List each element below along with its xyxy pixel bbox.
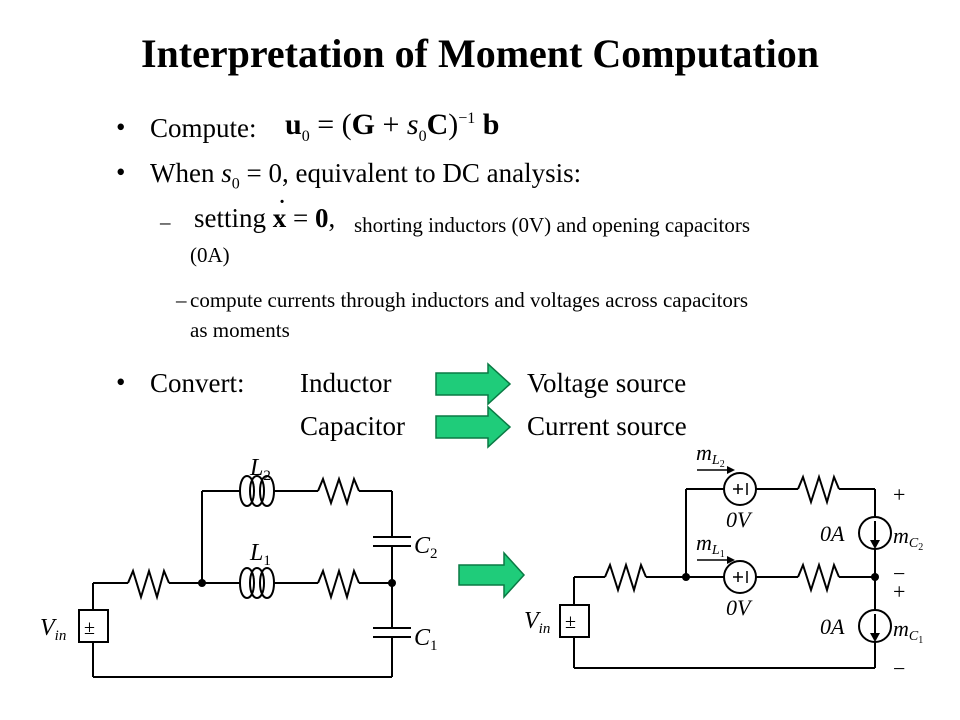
capacitor-label: Capacitor: [300, 411, 405, 441]
convert-arrow-capacitor-icon: [435, 405, 512, 449]
label-0A-top: 0A: [820, 521, 845, 546]
label-plus-top: +: [893, 482, 905, 507]
label-L2: L2: [249, 455, 271, 484]
source-symbol-left: ±: [84, 617, 95, 639]
label-0A-bottom: 0A: [820, 614, 845, 639]
slide-title: Interpretation of Moment Computation: [140, 31, 820, 76]
dc-analysis-line: When s0 = 0, equivalent to DC analysis:: [150, 158, 582, 193]
sub2-line1: compute currents through inductors and v…: [190, 288, 749, 312]
sub-dash: –: [176, 288, 187, 312]
label-0V-bottom: 0V: [726, 595, 753, 620]
label-Vin-left: Vin: [40, 615, 66, 644]
convert-arrow-inductor-icon: [435, 362, 512, 406]
label-minus-mid: −: [893, 561, 905, 586]
arrowhead-icon: [727, 556, 735, 564]
label-L1: L1: [249, 540, 271, 569]
current-source-label: Current source: [527, 411, 687, 441]
arrowhead-icon: [870, 540, 880, 549]
node-dot: [198, 579, 206, 587]
label-mC2: mC2: [893, 523, 923, 553]
sub1-cont: (0A): [190, 243, 230, 267]
node-dot: [682, 573, 690, 581]
inductor-label: Inductor: [300, 368, 392, 398]
circuit-transform-arrow-icon: [458, 551, 526, 599]
bullet-dot: •: [116, 367, 126, 397]
setting-equation: setting x· = 0,: [194, 191, 336, 233]
label-C2: C2: [414, 533, 438, 562]
voltage-source-marks: [733, 483, 748, 583]
source-symbol-right: ±: [565, 611, 576, 633]
node-dot: [871, 573, 879, 581]
label-mL1: mL1: [696, 530, 725, 560]
label-minus-bottom: −: [893, 656, 905, 681]
label-mL2: mL2: [696, 440, 725, 470]
x-dot: x·: [272, 191, 287, 233]
bullet-dot: •: [116, 157, 126, 187]
bullet-dot: •: [116, 112, 126, 142]
right-circuit: [559, 469, 892, 669]
label-plus-mid: +: [893, 579, 905, 604]
voltage-source-label: Voltage source: [527, 368, 687, 398]
convert-label: Convert:: [150, 368, 245, 398]
compute-equation: u0 = (G + s0C)−1 b: [285, 108, 500, 145]
label-0V-top: 0V: [726, 507, 753, 532]
sub2-line2: as moments: [190, 318, 290, 342]
sub1-text: shorting inductors (0V) and opening capa…: [354, 213, 750, 237]
sub-dash: –: [160, 210, 171, 234]
node-dot: [388, 579, 396, 587]
label-Vin-right: Vin: [524, 608, 550, 637]
label-mC1: mC1: [893, 616, 923, 646]
compute-label: Compute:: [150, 113, 257, 143]
arrowhead-icon: [727, 466, 735, 474]
arrowhead-icon: [870, 633, 880, 642]
label-C1: C1: [414, 625, 438, 654]
left-circuit: [78, 475, 411, 678]
